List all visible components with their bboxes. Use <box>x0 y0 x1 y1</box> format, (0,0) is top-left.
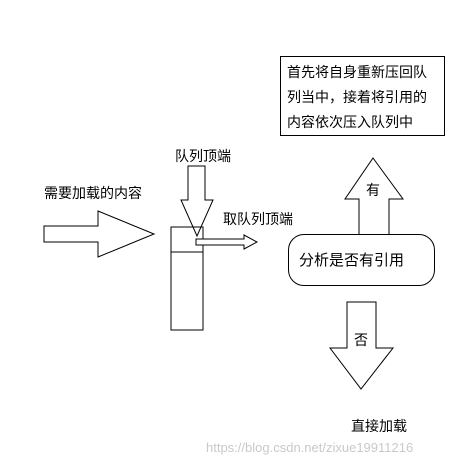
take-top-arrow <box>195 234 259 250</box>
no-label: 否 <box>354 333 368 349</box>
take-queue-top-label: 取队列顶端 <box>223 212 293 228</box>
queue-top-label: 队列顶端 <box>175 149 231 165</box>
note-line-2: 列当中，接着将引用的 <box>287 90 427 106</box>
decision-label: 分析是否有引用 <box>299 251 405 269</box>
decision-node: 分析是否有引用 <box>288 234 435 286</box>
note-line-3: 内容依次压入队列中 <box>287 115 413 131</box>
queue-box <box>170 226 204 331</box>
content-to-load-label: 需要加载的内容 <box>44 186 142 202</box>
load-arrow <box>43 210 156 258</box>
note-box: 首先将自身重新压回队 列当中，接着将引用的 内容依次压入队列中 <box>280 56 445 136</box>
yes-label: 有 <box>366 183 380 199</box>
load-directly-label: 直接加载 <box>351 419 407 435</box>
note-line-1: 首先将自身重新压回队 <box>287 65 427 81</box>
watermark-text: https://blog.csdn.net/zixue19911216 <box>206 440 414 455</box>
no-arrow <box>328 301 395 390</box>
queue-top-arrow <box>180 165 214 238</box>
